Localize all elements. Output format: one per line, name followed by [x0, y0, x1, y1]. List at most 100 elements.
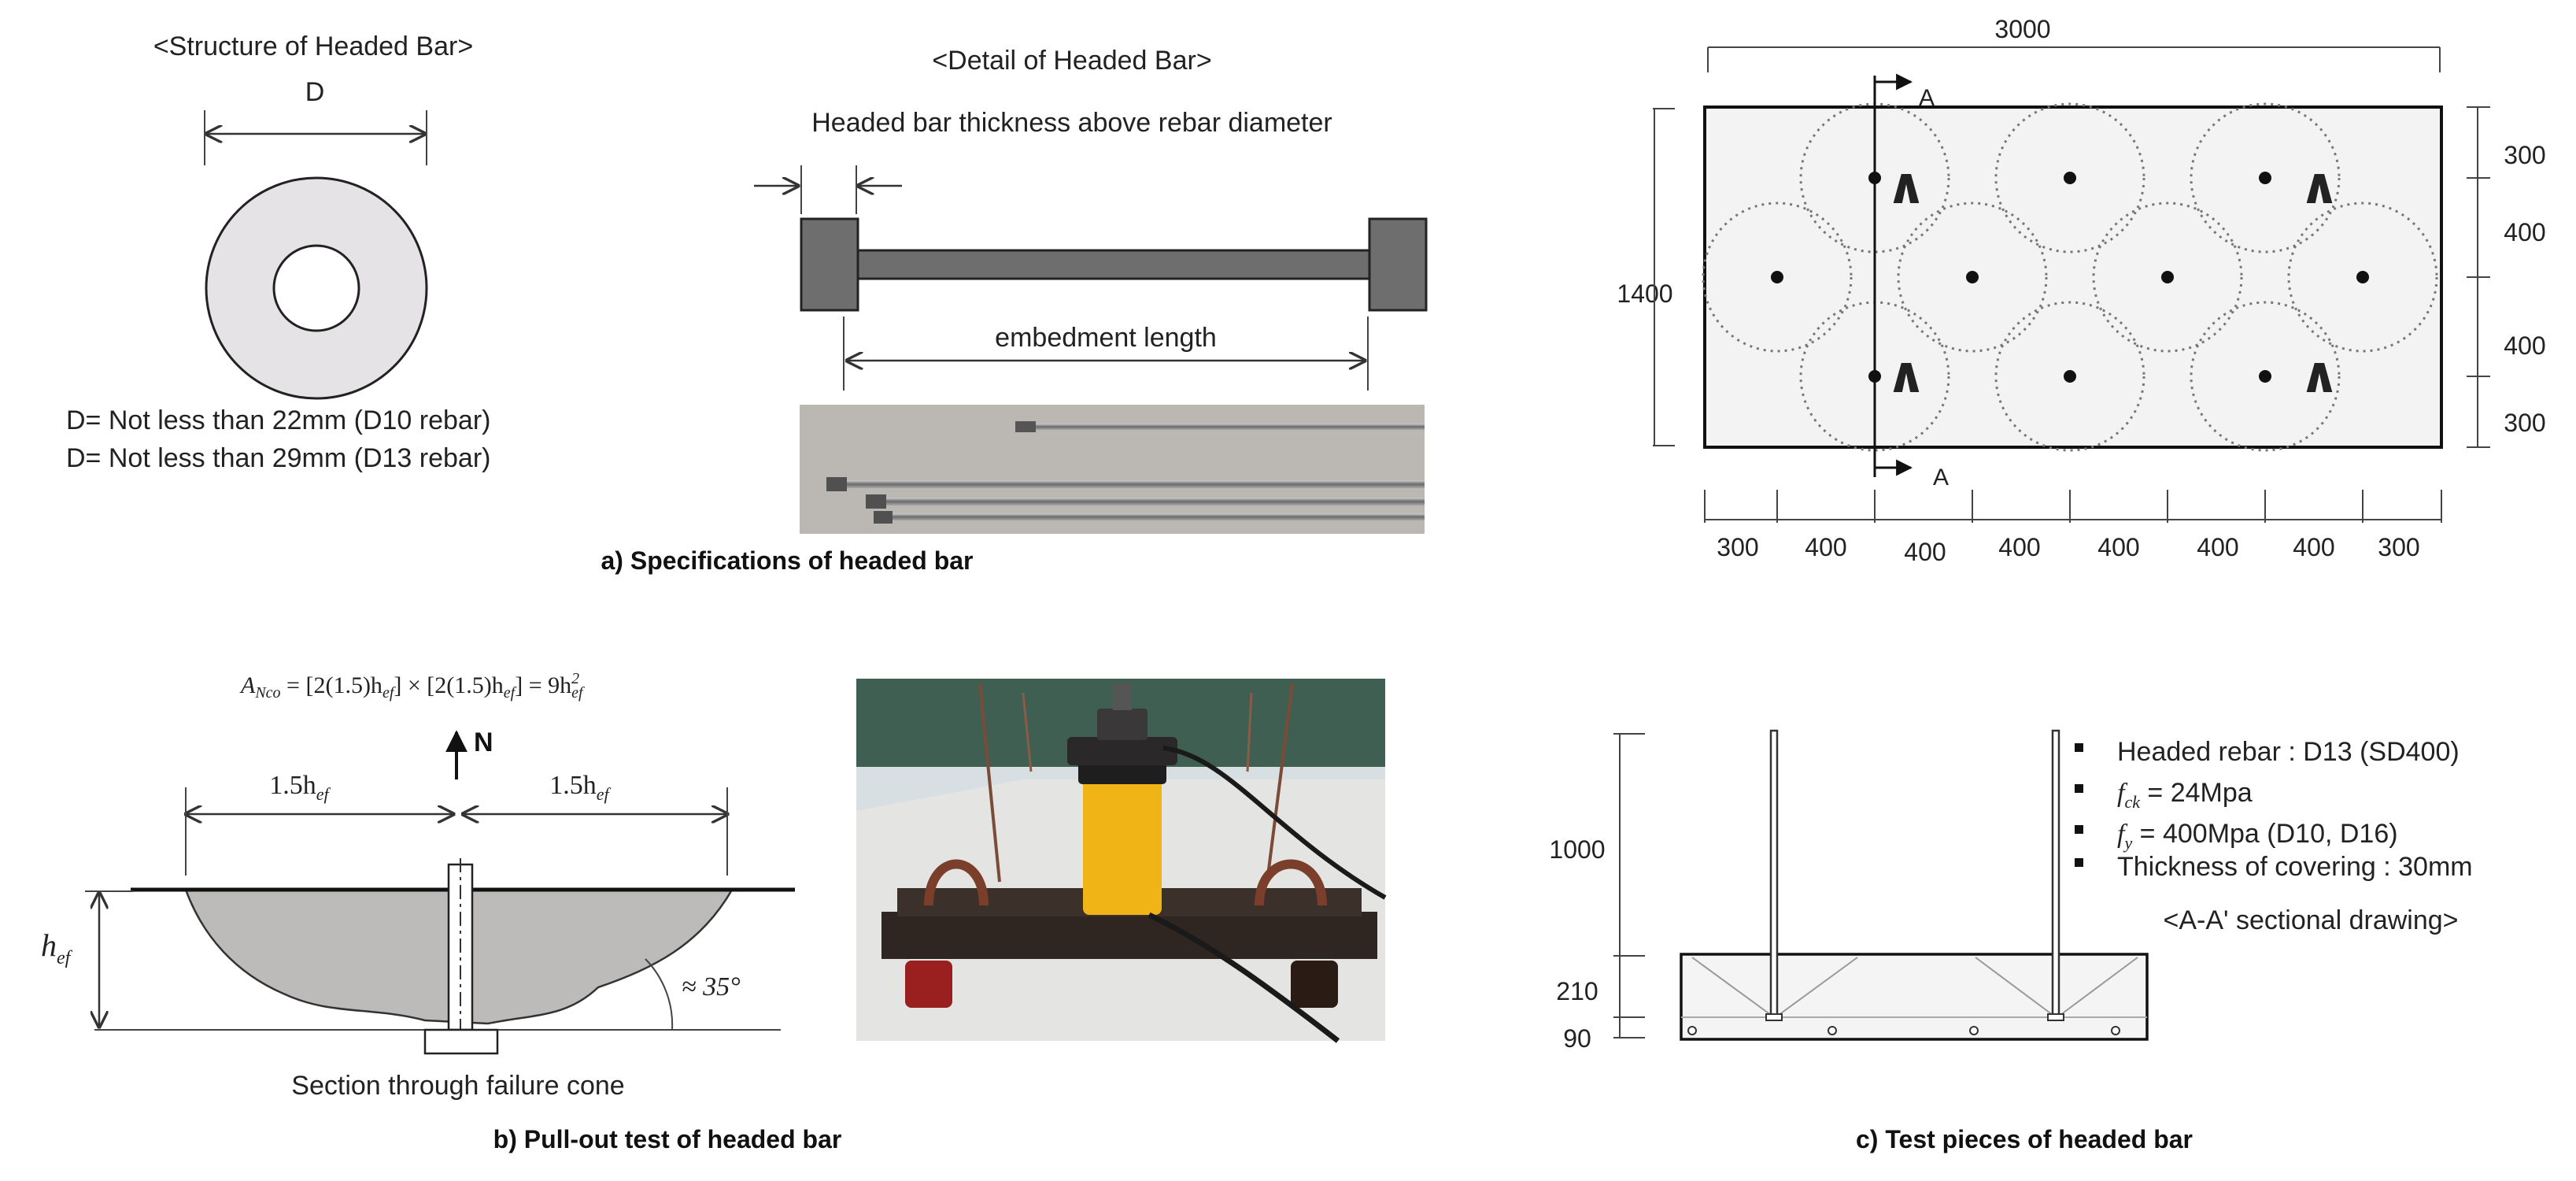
bar-shaft	[856, 249, 1371, 280]
arch-symbol: ∧	[2299, 346, 2340, 403]
section-head-right	[2047, 1013, 2064, 1021]
anchor-point	[1966, 271, 1979, 283]
plan-bottom-dim: 400	[1904, 538, 1946, 566]
anchor-point	[2161, 271, 2174, 283]
cone-line	[2057, 957, 2138, 1018]
plan-right-ticks	[2467, 106, 2490, 448]
embed-label: embedment length	[995, 323, 1217, 353]
section-mark-bottom: A	[1933, 465, 1949, 491]
hef-label: hef	[41, 927, 73, 968]
anchor-cone-circle	[1897, 202, 2048, 353]
plan-right-dim: 400	[2504, 331, 2545, 360]
formula-sq: 2	[571, 670, 579, 687]
bullet	[2075, 743, 2083, 752]
plan-bottom-dim: 400	[2293, 533, 2334, 561]
structure-title: <Structure of Headed Bar>	[153, 31, 473, 61]
plan-slab	[1703, 106, 2443, 449]
caption-a: a) Specifications of headed bar	[601, 546, 974, 575]
spec-item: Thickness of covering : 30mm	[2117, 852, 2473, 882]
cone-line	[1691, 957, 1775, 1018]
panel-a: <Structure of Headed Bar> D D= Not less …	[66, 31, 1428, 575]
plan-right-dim: 300	[2504, 409, 2545, 437]
bottom-rebar	[1828, 1026, 1837, 1035]
angle-label: ≈ 35°	[682, 972, 741, 1001]
anchor-point	[2259, 370, 2271, 383]
arch-symbol: ∧	[1886, 346, 1927, 403]
anchor-cone-circle	[2092, 202, 2243, 353]
section-label: Section through failure cone	[291, 1071, 624, 1101]
panel-c-plan: 3000 ∧ ∧ ∧ ∧ A A 1400 300 400 400 300 30…	[1617, 15, 2545, 566]
headed-bar-hole	[272, 244, 360, 332]
bar-head-right	[1368, 217, 1428, 312]
section-rebar-right	[2051, 729, 2060, 1017]
anchor-head	[423, 1028, 499, 1055]
detail-title: <Detail of Headed Bar>	[932, 46, 1211, 76]
sectional-title: <A-A' sectional drawing>	[2163, 905, 2458, 935]
caption-b: b) Pull-out test of headed bar	[493, 1125, 842, 1153]
plan-top-dim: 3000	[1994, 15, 2050, 43]
bullet	[2075, 825, 2083, 834]
plan-bottom-ticks	[1704, 490, 2442, 523]
anchor-cone-circle	[1702, 202, 1853, 353]
caption-c: c) Test pieces of headed bar	[1856, 1125, 2193, 1153]
anchor-point	[2356, 271, 2369, 283]
right-dim-label: 1.5hef	[549, 771, 611, 804]
bar-head-left	[800, 217, 859, 312]
formula-mid: ] × [2(1.5)h	[394, 672, 503, 698]
anchor-cones	[1702, 102, 2438, 452]
plan-bottom-dim: 400	[1805, 533, 1846, 561]
spec-item: Headed rebar : D13 (SD400)	[2117, 737, 2460, 767]
anchor-cone-circle	[2287, 202, 2438, 353]
anchor-point	[2064, 172, 2076, 184]
anchor-cone-circle	[1994, 301, 2145, 452]
spec-list: Headed rebar : D13 (SD400) fck = 24Mpa f…	[2075, 737, 2473, 882]
d-spec-line1: D= Not less than 22mm (D10 rebar)	[66, 405, 490, 435]
arch-symbol: ∧	[1886, 157, 1927, 214]
sec-dim: 210	[1556, 977, 1598, 1005]
section-mark-top: A	[1919, 85, 1935, 111]
panel-c-section: 1000 210 90 Headed rebar : D13 (SD400) f…	[1549, 729, 2473, 1153]
d-spec-line2: D= Not less than 29mm (D13 rebar)	[66, 443, 490, 473]
pullout-test-photo	[856, 679, 1387, 1043]
arch-symbol: ∧	[2299, 157, 2340, 214]
plan-bottom-dim: 300	[2378, 533, 2419, 561]
bullet	[2075, 858, 2083, 867]
anchor-point	[2064, 370, 2076, 383]
formula-sub: Nco	[254, 684, 280, 702]
formula-lhs: A	[239, 672, 256, 698]
plan-bottom-dim: 400	[1998, 533, 2040, 561]
formula-end: ] = 9h	[515, 672, 571, 698]
left-dim-label: 1.5hef	[269, 771, 331, 804]
plan-right-dim: 400	[2504, 218, 2545, 246]
bottom-rebar	[2111, 1026, 2120, 1035]
section-slab	[1680, 953, 2149, 1041]
d-label: D	[305, 77, 325, 107]
plan-left-dim: 1400	[1617, 280, 1672, 308]
plan-bottom-dim: 400	[2197, 533, 2238, 561]
section-head-left	[1765, 1013, 1783, 1021]
n-label: N	[474, 727, 493, 757]
anchor-cone-circle	[2190, 301, 2341, 452]
plan-bottom-dim: 400	[2097, 533, 2139, 561]
formula-rhs: = [2(1.5)h	[281, 672, 383, 698]
bottom-rebar	[1969, 1026, 1979, 1035]
section-rebar-left	[1769, 729, 1779, 1017]
spec-item: fck = 24Mpa	[2117, 778, 2253, 812]
bottom-rebar	[1687, 1026, 1697, 1035]
anchor-point	[2259, 172, 2271, 184]
plan-right-dim: 300	[2504, 141, 2545, 169]
anchor-point	[1771, 271, 1783, 283]
formula-ef: ef	[504, 684, 517, 702]
sec-dim: 90	[1563, 1024, 1591, 1053]
spec-item: fy = 400Mpa (D10, D16)	[2117, 819, 2398, 853]
bullet	[2075, 784, 2083, 793]
cone-line	[1975, 957, 2057, 1018]
formula-ef: ef	[571, 684, 585, 702]
plan-bottom-dim: 300	[1717, 533, 1758, 561]
anchor-cone-circle	[1994, 102, 2145, 254]
sec-dim: 1000	[1549, 835, 1605, 864]
cone-line	[1775, 957, 1858, 1018]
